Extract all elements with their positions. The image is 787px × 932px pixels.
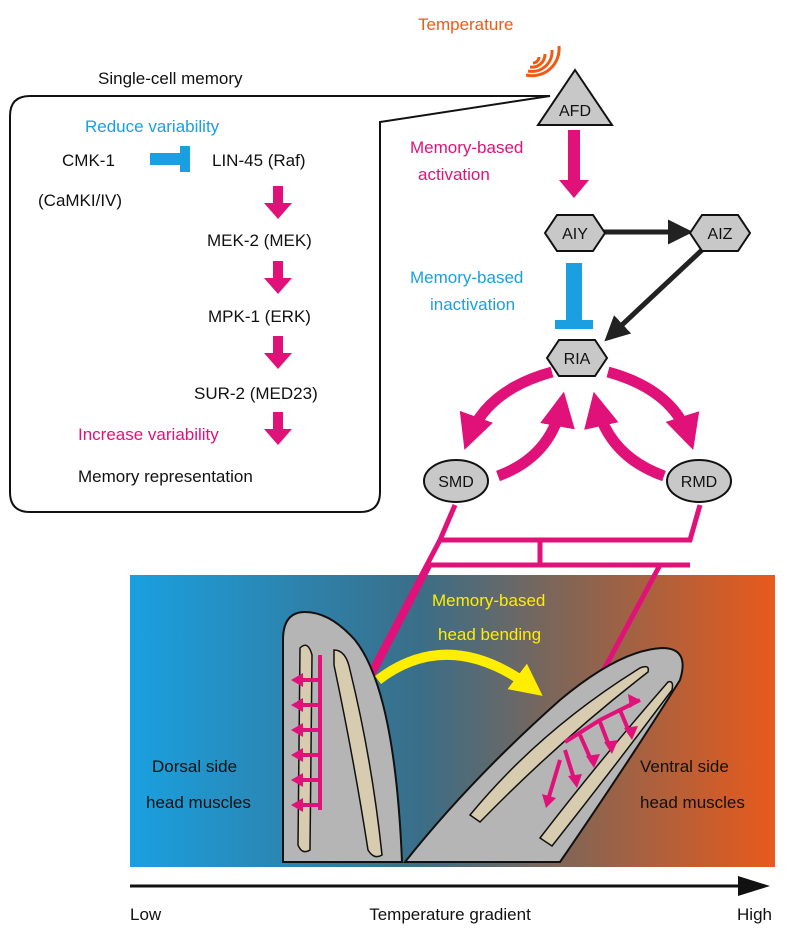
axis-low-label: Low (130, 905, 162, 924)
pathway-arrows (264, 186, 292, 445)
node-aiy: AIY (543, 214, 607, 252)
mpk1-label: MPK-1 (ERK) (208, 307, 311, 326)
aiy-ria-inhibition-arrow (555, 263, 593, 329)
dorsal-label-line2: head muscles (146, 793, 251, 812)
node-aiz-label: AIZ (708, 226, 733, 243)
inactivation-label-line1: Memory-based (410, 268, 523, 287)
node-rmd: RMD (666, 459, 732, 503)
sur2-label: SUR-2 (MED23) (194, 384, 318, 403)
node-afd: AFD (536, 68, 614, 126)
lin45-label: LIN-45 (Raf) (212, 151, 306, 170)
axis-title-label: Temperature gradient (369, 905, 531, 924)
node-rmd-label: RMD (681, 474, 717, 491)
dorsal-label-line1: Dorsal side (152, 757, 237, 776)
ventral-label-line1: Ventral side (640, 757, 729, 776)
cmk1-inhibition-arrow (150, 146, 190, 172)
node-smd: SMD (423, 459, 489, 503)
aiz-ria-arrow (604, 248, 704, 342)
cmk1-label: CMK-1 (62, 151, 115, 170)
node-aiy-label: AIY (562, 226, 588, 243)
mek2-label: MEK-2 (MEK) (207, 231, 312, 250)
wave-signal-icon (525, 45, 561, 78)
afd-aiy-activation-arrow (559, 130, 589, 198)
ventral-muscle-arrowheads (542, 694, 640, 808)
node-aiz: AIZ (688, 214, 752, 252)
axis-high-label: High (737, 905, 772, 924)
head-bending-arrow (374, 649, 543, 696)
inactivation-label-line2: inactivation (430, 295, 515, 314)
reduce-variability-label: Reduce variability (85, 117, 220, 136)
temperature-axis-arrow (130, 876, 770, 896)
single-cell-memory-label: Single-cell memory (98, 69, 243, 88)
ria-motor-loop-arrows (459, 366, 700, 482)
increase-variability-label: Increase variability (78, 425, 219, 444)
ventral-worm-head (402, 646, 684, 863)
single-cell-memory-box (9, 95, 551, 513)
head-bending-label-line1: Memory-based (432, 591, 545, 610)
dorsal-muscle-arrowheads (291, 673, 303, 812)
activation-label-line2: activation (418, 165, 490, 184)
node-ria-label: RIA (564, 351, 591, 368)
head-bending-label-line2: head bending (438, 625, 541, 644)
memory-representation-label: Memory representation (78, 467, 253, 486)
node-smd-label: SMD (438, 474, 474, 491)
node-afd-label: AFD (559, 103, 591, 120)
ventral-label-line2: head muscles (640, 793, 745, 812)
temperature-label: Temperature (418, 15, 513, 34)
camki-label: (CaMKI/IV) (38, 191, 122, 210)
node-ria: RIA (545, 339, 609, 377)
activation-label-line1: Memory-based (410, 138, 523, 157)
